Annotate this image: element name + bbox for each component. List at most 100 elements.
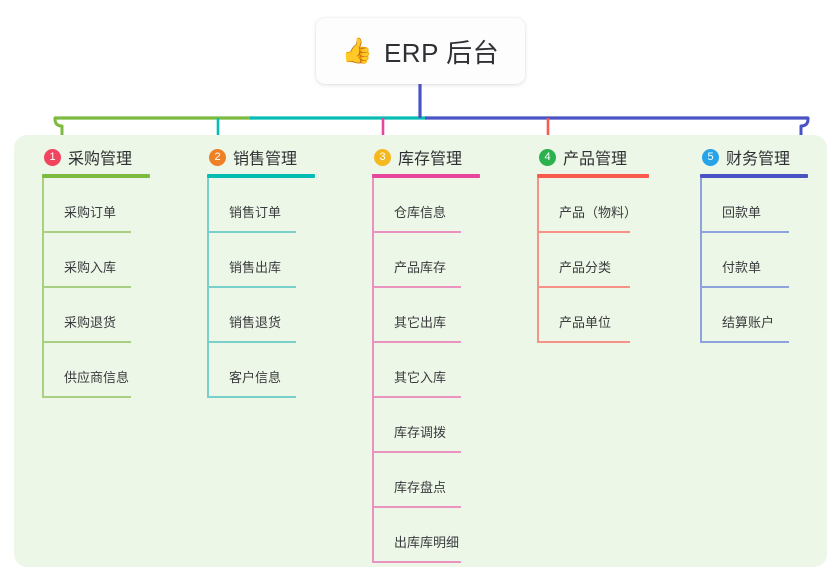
branch-item[interactable]: 销售出库 [207, 233, 315, 288]
branch-item-underline [373, 286, 461, 288]
branch-item-underline [43, 341, 131, 343]
branch-item-underline [208, 231, 296, 233]
branch-item[interactable]: 付款单 [700, 233, 808, 288]
branch-header-1[interactable]: 1 采购管理 [42, 145, 150, 169]
branch-item-label: 产品（物料） [559, 205, 638, 220]
branch-item[interactable]: 采购订单 [42, 178, 150, 233]
branch-title: 产品管理 [563, 151, 628, 168]
branch-item-label: 库存盘点 [394, 480, 447, 495]
branch-title: 采购管理 [68, 151, 133, 168]
branch-item-label: 销售出库 [229, 260, 282, 275]
branch-item-underline [208, 396, 296, 398]
branch-item-label: 产品单位 [559, 315, 612, 330]
branch-item[interactable]: 其它入库 [372, 343, 480, 398]
branch-item-underline [373, 561, 461, 563]
branch-item[interactable]: 销售退货 [207, 288, 315, 343]
branch-item-underline [701, 341, 789, 343]
branch-number-badge: 1 [44, 148, 61, 166]
branch-item[interactable]: 产品分类 [537, 233, 649, 288]
branch-underline [207, 174, 315, 178]
branch-header-5[interactable]: 5 财务管理 [700, 145, 808, 169]
branch-underline [537, 174, 649, 178]
branch-header-3[interactable]: 3 库存管理 [372, 145, 480, 169]
branch-item-list: 采购订单采购入库采购退货供应商信息 [42, 178, 150, 398]
branch-title: 库存管理 [398, 151, 463, 168]
branch-item-underline [373, 451, 461, 453]
root-node-label: ERP 后台 [383, 37, 500, 68]
branch-spine [537, 178, 539, 343]
branch-item[interactable]: 供应商信息 [42, 343, 150, 398]
branch-item[interactable]: 采购入库 [42, 233, 150, 288]
branch-item-label: 采购退货 [64, 315, 117, 330]
branch-item-label: 产品分类 [559, 260, 612, 275]
branch-underline [42, 174, 150, 178]
branch-item-label: 出库库明细 [394, 535, 460, 550]
branch-item-underline [208, 341, 296, 343]
branch-spine [207, 178, 209, 398]
root-node[interactable]: 👍 ERP 后台 [316, 18, 525, 84]
branch-spine [372, 178, 374, 563]
branch-item-underline [701, 231, 789, 233]
branch-item-underline [373, 396, 461, 398]
branch-column-1[interactable]: 1 采购管理采购订单采购入库采购退货供应商信息 [42, 145, 150, 398]
branch-item-label: 产品库存 [394, 260, 447, 275]
branch-item-list: 产品（物料） 产品分类产品单位 [537, 178, 649, 343]
branch-item-list: 销售订单销售出库销售退货客户信息 [207, 178, 315, 398]
branch-item-label: 销售退货 [229, 315, 282, 330]
branch-item-underline [208, 286, 296, 288]
branch-item-list: 回款单付款单结算账户 [700, 178, 808, 343]
branch-item-underline [538, 231, 630, 233]
branch-item-label: 其它出库 [394, 315, 447, 330]
branch-header-4[interactable]: 4 产品管理 [537, 145, 649, 169]
branch-item-label: 客户信息 [229, 370, 282, 385]
branch-item-underline [43, 231, 131, 233]
branch-number-badge: 2 [209, 148, 226, 166]
branch-spine [700, 178, 702, 343]
branch-item[interactable]: 仓库信息 [372, 178, 480, 233]
branch-item[interactable]: 库存盘点 [372, 453, 480, 508]
branch-column-5[interactable]: 5 财务管理回款单付款单结算账户 [700, 145, 808, 343]
branch-number-badge: 4 [539, 148, 556, 166]
branch-column-4[interactable]: 4 产品管理产品（物料） 产品分类产品单位 [537, 145, 649, 343]
branch-item-underline [43, 286, 131, 288]
branch-drop-5-elbow [799, 116, 810, 128]
branch-title: 销售管理 [233, 151, 298, 168]
branch-column-2[interactable]: 2 销售管理销售订单销售出库销售退货客户信息 [207, 145, 315, 398]
root-node-content: 👍 ERP 后台 [342, 33, 499, 70]
branch-spine [42, 178, 44, 398]
branch-item-underline [701, 286, 789, 288]
branch-item-label: 采购订单 [64, 205, 117, 220]
branch-underline [372, 174, 480, 178]
branch-item-underline [373, 231, 461, 233]
branch-item[interactable]: 结算账户 [700, 288, 808, 343]
branch-item-label: 采购入库 [64, 260, 117, 275]
branch-header-2[interactable]: 2 销售管理 [207, 145, 315, 169]
branch-item-underline [538, 341, 630, 343]
branch-item[interactable]: 销售订单 [207, 178, 315, 233]
branch-number-badge: 5 [702, 148, 719, 166]
branch-item-underline [538, 286, 630, 288]
branch-item-underline [43, 396, 131, 398]
branch-item[interactable]: 产品库存 [372, 233, 480, 288]
branch-item-list: 仓库信息产品库存其它出库其它入库库存调拨库存盘点出库库明细 [372, 178, 480, 563]
branch-item[interactable]: 采购退货 [42, 288, 150, 343]
branch-item-label: 其它入库 [394, 370, 447, 385]
branch-item[interactable]: 产品（物料） [537, 178, 649, 233]
branch-number-badge: 3 [374, 148, 391, 166]
branch-item-label: 仓库信息 [394, 205, 447, 220]
branch-item-label: 付款单 [722, 260, 762, 275]
branch-item-label: 库存调拨 [394, 425, 447, 440]
branch-item[interactable]: 客户信息 [207, 343, 315, 398]
branch-item[interactable]: 库存调拨 [372, 398, 480, 453]
branch-item[interactable]: 出库库明细 [372, 508, 480, 563]
branch-column-3[interactable]: 3 库存管理仓库信息产品库存其它出库其它入库库存调拨库存盘点出库库明细 [372, 145, 480, 563]
branches-panel [14, 135, 827, 567]
branch-item[interactable]: 回款单 [700, 178, 808, 233]
branch-title: 财务管理 [726, 151, 791, 168]
branch-item[interactable]: 其它出库 [372, 288, 480, 343]
branch-item[interactable]: 产品单位 [537, 288, 649, 343]
branch-item-label: 销售订单 [229, 205, 282, 220]
branch-underline [700, 174, 808, 178]
branch-drop-1-elbow [53, 116, 64, 128]
